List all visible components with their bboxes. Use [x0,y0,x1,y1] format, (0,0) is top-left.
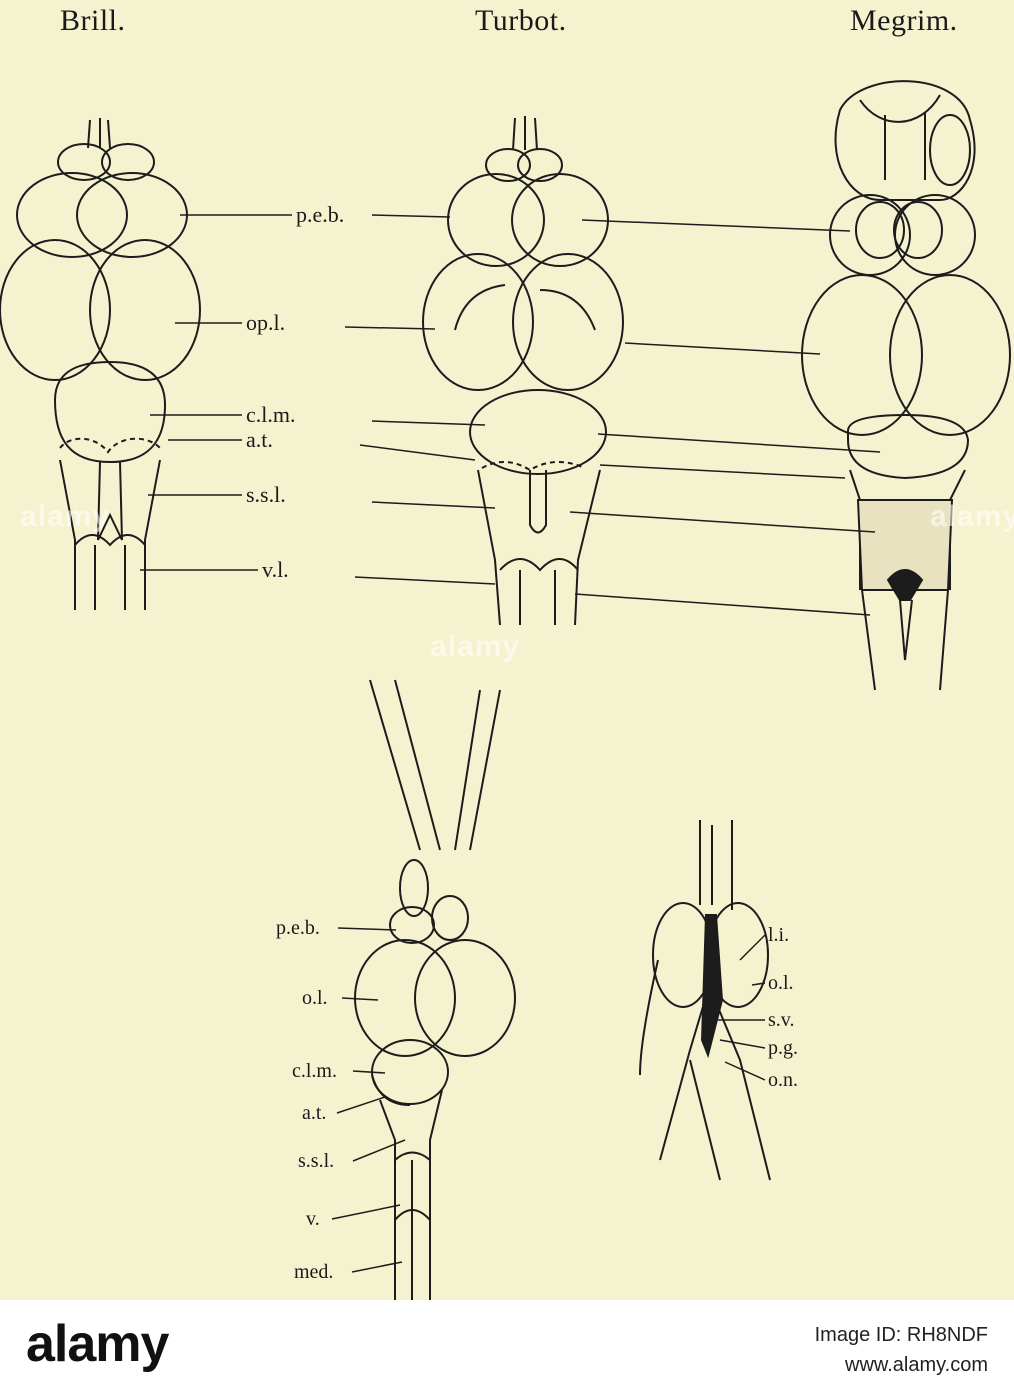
megrim-brain [801,80,1011,691]
stock-footer: alamy Image ID: RH8NDF www.alamy.com [0,1300,1014,1390]
label-sv: s.v. [768,1009,795,1031]
footer-logo: alamy [26,1315,169,1373]
site-url: www.alamy.com [845,1354,988,1376]
watermark: alamy [430,630,521,663]
label-ol-small: o.l. [768,972,794,994]
heading-megrim: Megrim. [850,4,958,37]
label-at: a.t. [246,427,273,452]
brain-drawings [0,80,1011,1300]
label-at-lateral: a.t. [302,1102,327,1124]
label-peb-lateral: p.e.b. [276,917,320,939]
label-peb: p.e.b. [296,202,345,227]
label-opl: op.l. [246,310,286,335]
diagram-plate: Brill. Turbot. Megrim. p.e.b. op.l. c.l.… [0,4,1014,1300]
leader-lines-lower [331,927,766,1273]
label-med: med. [294,1261,334,1283]
label-vl: v.l. [262,557,289,582]
label-clm-lateral: c.l.m. [292,1060,337,1082]
label-pg: p.g. [768,1037,798,1059]
watermark: alamy [20,500,111,533]
brill-brain [0,118,201,610]
label-on: o.n. [768,1069,798,1091]
label-ssl: s.s.l. [246,482,286,507]
image-id: Image ID: RH8NDF [814,1324,988,1346]
label-ssl-lateral: s.s.l. [298,1150,335,1172]
label-li: l.i. [768,924,790,946]
label-ol-lateral: o.l. [302,987,328,1009]
small-brain [639,820,771,1181]
label-clm: c.l.m. [246,402,296,427]
lateral-brain [354,679,516,1300]
heading-turbot: Turbot. [475,4,567,37]
footer-info: Image ID: RH8NDF www.alamy.com [815,1320,988,1380]
watermark: alamy [930,500,1014,533]
turbot-brain [422,116,624,626]
heading-brill: Brill. [60,4,126,37]
label-v: v. [306,1208,320,1230]
leader-lines [140,214,881,616]
